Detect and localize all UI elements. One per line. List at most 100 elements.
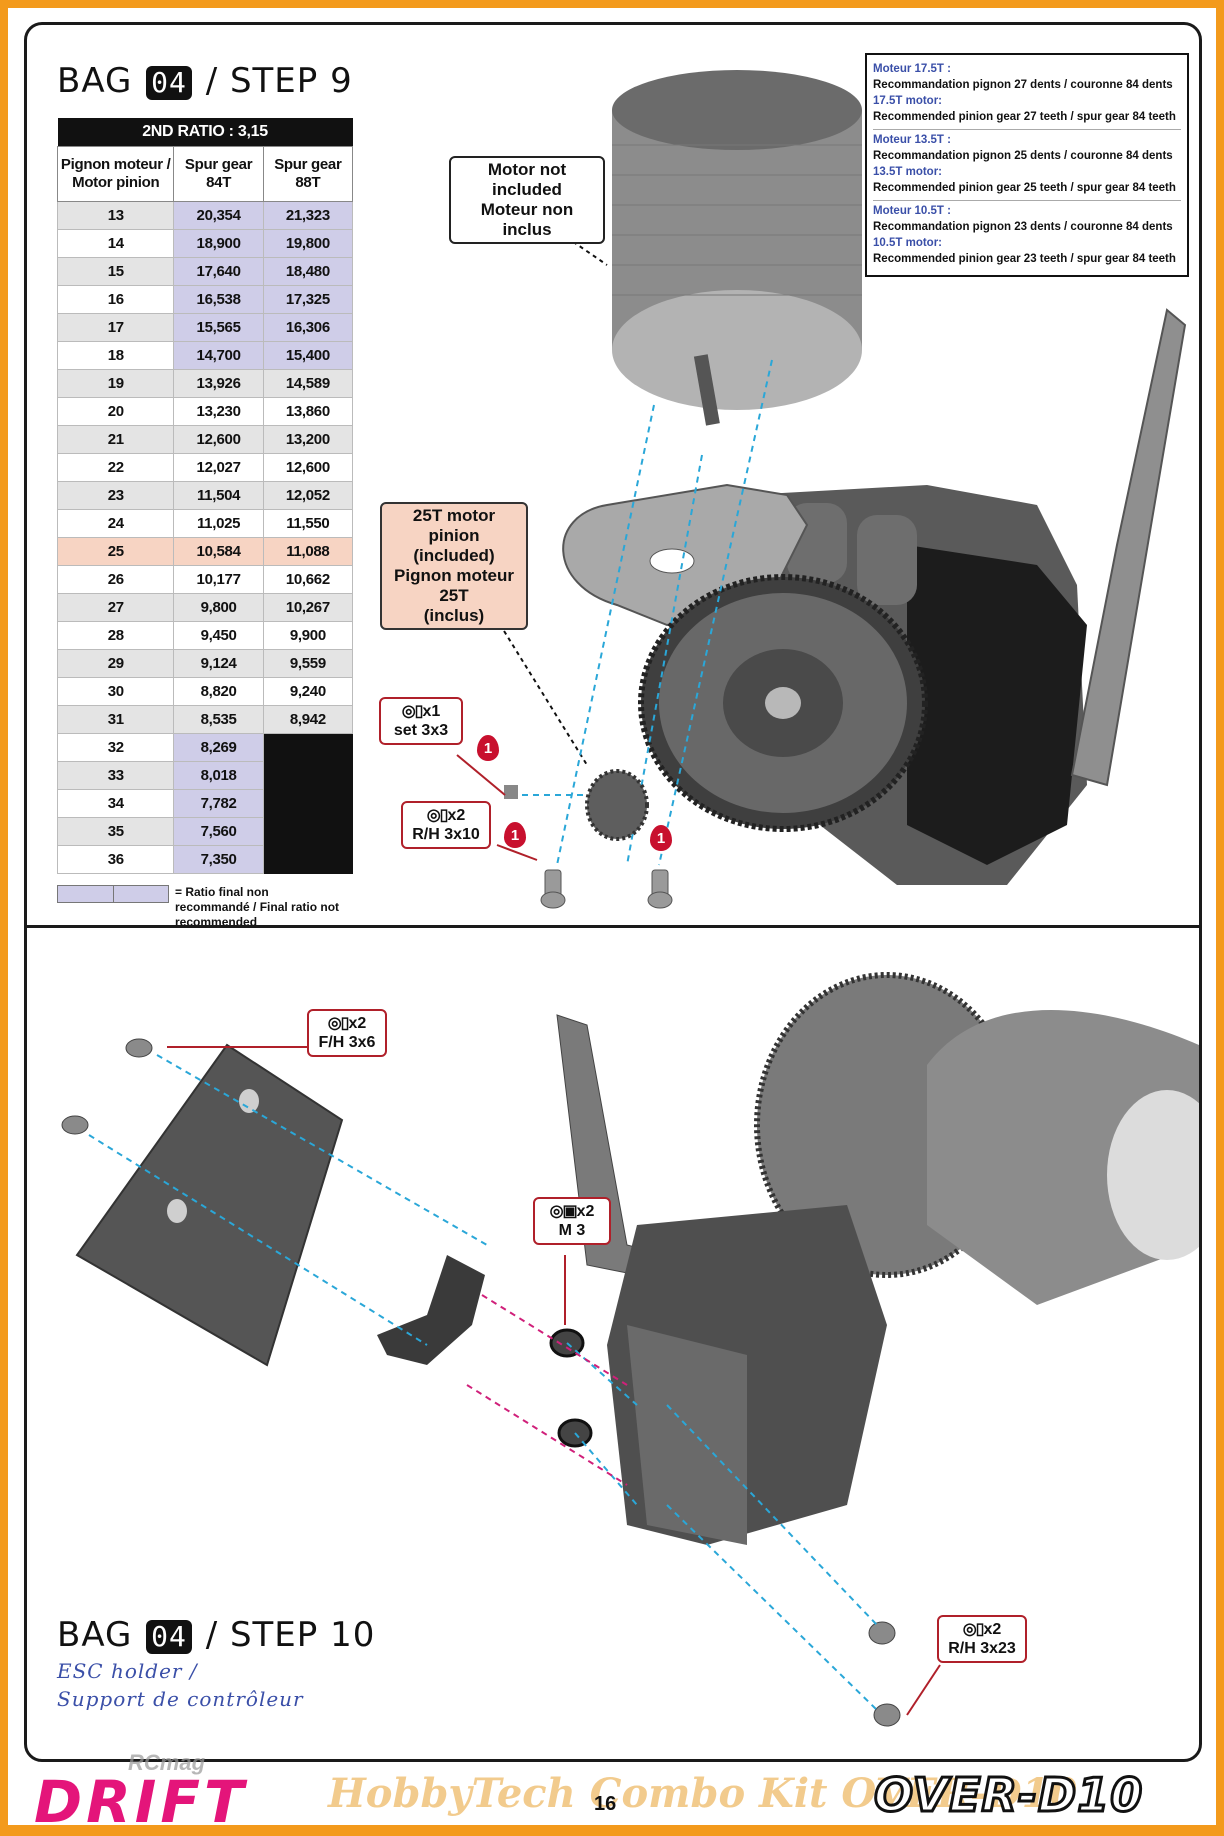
ratio-84t-cell: 13,926 — [173, 369, 264, 398]
ratio-88t-cell: 10,662 — [262, 565, 354, 594]
not-recommended-swatch — [57, 885, 169, 903]
step9-illustration — [456, 70, 1187, 909]
ratio-84t-cell: 10,177 — [173, 565, 264, 594]
bag-label: BAG — [57, 1615, 133, 1655]
ratio-88t-cell: 12,052 — [262, 481, 354, 510]
ratio-88t-cell — [262, 817, 354, 846]
ratio-88t-cell — [262, 845, 354, 874]
ratio-84t-cell: 14,700 — [173, 341, 264, 370]
instruction-frame: BAG 04 / STEP 9 2ND RATIO : 3,15 Pignon … — [24, 22, 1202, 1762]
m3-nut-callout: ◎▣x2 M 3 — [533, 1197, 611, 1245]
pinion-cell: 13 — [56, 201, 175, 230]
pinion-cell: 22 — [56, 453, 175, 482]
pinion-cell: 16 — [56, 285, 175, 314]
round-head-screw-icon: ◎▯ — [962, 1621, 985, 1638]
pinion-cell: 36 — [56, 845, 175, 874]
ratio-88t-cell: 13,860 — [262, 397, 354, 426]
info-block-13-5: Moteur 13.5T : Recommandation pignon 25 … — [873, 130, 1181, 201]
set-screw-icon: ◎▯ — [401, 703, 424, 720]
ratio-84t-cell: 18,900 — [173, 229, 264, 258]
motor-can — [612, 70, 862, 426]
info-block-17-5: Moteur 17.5T : Recommandation pignon 27 … — [873, 59, 1181, 130]
page-number: 16 — [594, 1793, 617, 1815]
threadlock-drop-icon: 1 — [504, 822, 526, 848]
pinion-cell: 33 — [56, 761, 175, 790]
ratio-88t-cell: 18,480 — [262, 257, 354, 286]
ratio-88t-cell: 10,267 — [262, 593, 354, 622]
rh-3x23-screw-callout: ◎▯x2 R/H 3x23 — [937, 1615, 1027, 1663]
step10-illustration — [61, 972, 1199, 1727]
threadlock-drop-icon: 1 — [650, 825, 672, 851]
pinion-cell: 14 — [56, 229, 175, 258]
step-label: / STEP 10 — [205, 1615, 376, 1655]
pinion-included-callout: 25T motor pinion (included) Pignon moteu… — [380, 502, 528, 630]
rh-screw-callout: ◎▯x2 R/H 3x10 — [401, 801, 491, 849]
ratio-legend: = Ratio final non recommandé / Final rat… — [57, 885, 345, 930]
flat-head-screw-icon: ◎▯ — [327, 1015, 350, 1032]
ratio-88t-cell — [262, 761, 354, 790]
pinion-cell: 35 — [56, 817, 175, 846]
manual-page: BAG 04 / STEP 9 2ND RATIO : 3,15 Pignon … — [8, 8, 1216, 1836]
ratio-84t-cell: 7,782 — [173, 789, 264, 818]
ratio-caption: 2ND RATIO : 3,15 — [57, 118, 353, 147]
ratio-84t-cell: 8,820 — [173, 677, 264, 706]
step10-subtitle-en: ESC holder / — [57, 1659, 198, 1683]
ratio-88t-cell — [262, 733, 354, 762]
ratio-88t-cell: 9,240 — [262, 677, 354, 706]
ratio-84t-cell: 17,640 — [173, 257, 264, 286]
ratio-84t-cell: 8,018 — [173, 761, 264, 790]
header-motor-pinion: Pignon moteur / Motor pinion — [56, 146, 175, 202]
pinion-cell: 24 — [56, 509, 175, 538]
over-d10-logo: OVER-D10 — [872, 1767, 1144, 1824]
ratio-84t-cell: 10,584 — [173, 537, 264, 566]
ratio-84t-cell: 11,504 — [173, 481, 264, 510]
bag-number-badge: 04 — [146, 1620, 192, 1654]
nut-icon: ◎▣ — [549, 1203, 578, 1220]
ratio-88t-cell: 17,325 — [262, 285, 354, 314]
info-block-10-5: Moteur 10.5T : Recommandation pignon 23 … — [873, 205, 1176, 265]
gearbox-with-motor — [607, 972, 1199, 1545]
pinion-cell: 25 — [56, 537, 175, 566]
ratio-84t-cell: 20,354 — [173, 201, 264, 230]
ratio-88t-cell: 12,600 — [262, 453, 354, 482]
bag-number-badge: 04 — [146, 66, 192, 100]
header-spur-88: Spur gear 88T — [262, 146, 354, 202]
ratio-88t-cell: 19,800 — [262, 229, 354, 258]
pinion-cell: 31 — [56, 705, 175, 734]
pinion-cell: 17 — [56, 313, 175, 342]
ratio-84t-cell: 8,535 — [173, 705, 264, 734]
pinion-gear — [585, 769, 649, 841]
pinion-cell: 29 — [56, 649, 175, 678]
spur-gear — [638, 574, 928, 832]
ratio-84t-cell: 7,560 — [173, 817, 264, 846]
threadlock-drop-icon: 1 — [477, 735, 499, 761]
pinion-cell: 15 — [56, 257, 175, 286]
header-spur-84: Spur gear 84T — [173, 146, 264, 202]
step10-title: BAG 04 / STEP 10 — [57, 1615, 375, 1655]
ratio-88t-cell: 21,323 — [262, 201, 354, 230]
gear-ratio-table: 2ND RATIO : 3,15 Pignon moteur / Motor p… — [56, 118, 354, 874]
ratio-84t-cell: 7,350 — [173, 845, 264, 874]
ratio-88t-cell: 13,200 — [262, 425, 354, 454]
ratio-88t-cell — [262, 789, 354, 818]
ratio-84t-cell: 8,269 — [173, 733, 264, 762]
ratio-88t-cell: 9,900 — [262, 621, 354, 650]
step-label: / STEP 9 — [205, 61, 353, 101]
ratio-88t-cell: 16,306 — [262, 313, 354, 342]
ratio-84t-cell: 15,565 — [173, 313, 264, 342]
step9-title: BAG 04 / STEP 9 — [57, 61, 353, 101]
